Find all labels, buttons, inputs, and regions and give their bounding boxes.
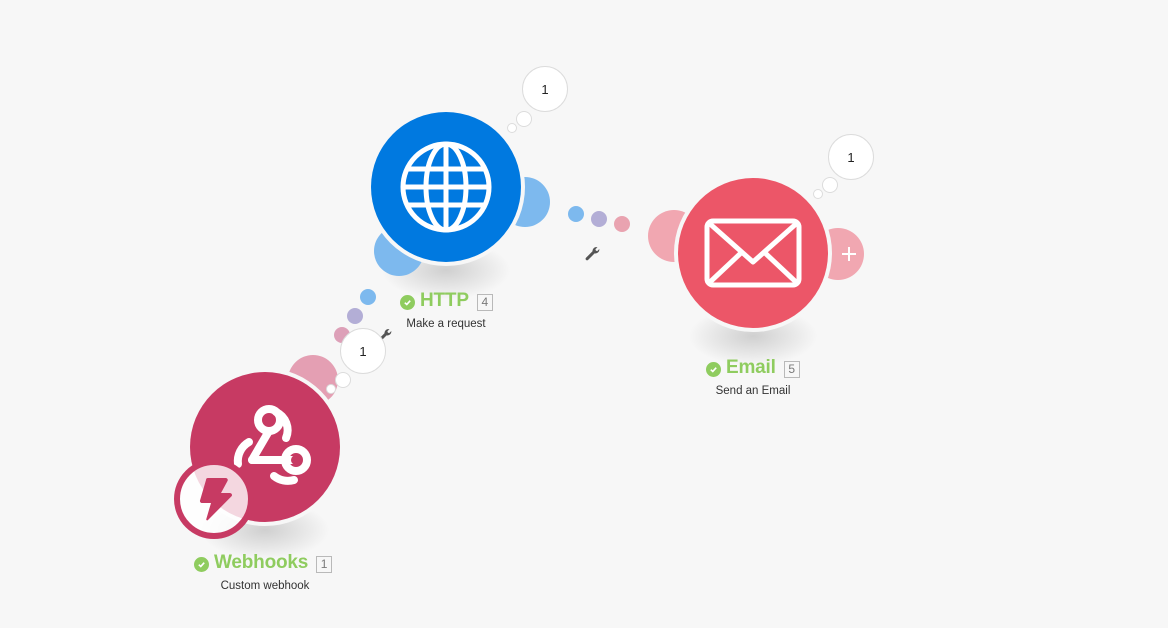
module-label: HTTP 4: [400, 290, 493, 312]
module-title: Email: [726, 357, 776, 378]
webhook-icon: [233, 405, 311, 485]
success-check-icon: [194, 557, 209, 572]
connector-dot: [568, 206, 584, 222]
operations-bubble[interactable]: 1: [522, 66, 568, 112]
module-subtitle: Send an Email: [715, 385, 791, 397]
bubble-tail: [813, 189, 823, 199]
operations-count: 1: [541, 81, 549, 97]
wrench-icon[interactable]: [584, 245, 600, 261]
connector-dot: [591, 211, 607, 227]
operations-count: 1: [847, 149, 855, 165]
globe-icon: [400, 141, 492, 233]
bubble-tail: [326, 384, 336, 394]
module-index: 1: [316, 555, 333, 573]
connector-dot: [614, 216, 630, 232]
module-index: 5: [783, 360, 800, 378]
operations-count: 1: [359, 343, 367, 359]
success-check-icon: [706, 362, 721, 377]
module-subtitle: Make a request: [406, 318, 486, 330]
module-subtitle: Custom webhook: [220, 580, 310, 592]
bubble-tail: [516, 111, 532, 127]
success-check-icon: [400, 295, 415, 310]
connector-dot: [347, 308, 363, 324]
bubble-tail: [507, 123, 517, 133]
lightning-bolt-icon: [199, 478, 232, 521]
trigger-badge[interactable]: [174, 459, 254, 539]
envelope-icon: [704, 218, 802, 288]
email-module-circle[interactable]: [678, 178, 828, 328]
connector-dot: [360, 289, 376, 305]
module-title: HTTP: [420, 290, 469, 311]
bubble-tail: [335, 372, 351, 388]
module-label: Webhooks 1: [194, 552, 333, 574]
operations-bubble[interactable]: 1: [340, 328, 386, 374]
http-module-circle[interactable]: [371, 112, 521, 262]
operations-bubble[interactable]: 1: [828, 134, 874, 180]
plus-icon: [842, 247, 856, 261]
module-label: Email 5: [706, 357, 800, 379]
module-title: Webhooks: [214, 552, 309, 573]
bubble-tail: [822, 177, 838, 193]
module-index: 4: [476, 293, 493, 311]
